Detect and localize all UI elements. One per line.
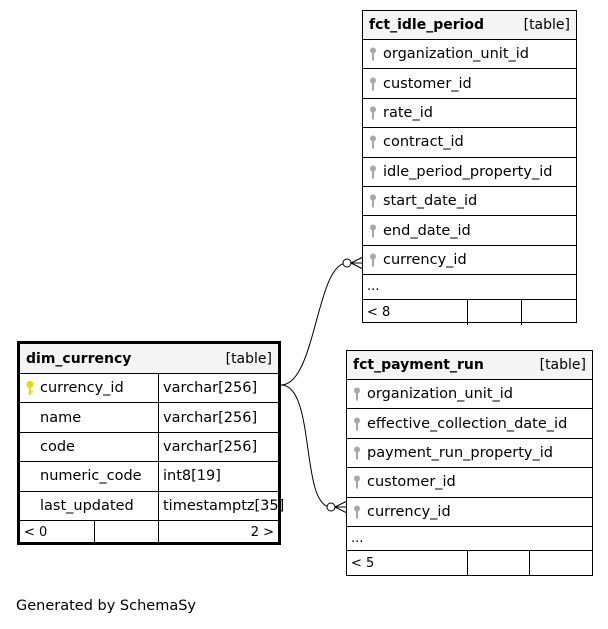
column-type: timestamptz[35] xyxy=(158,491,284,520)
primary-key-icon xyxy=(20,380,40,396)
more-columns: ... xyxy=(347,527,592,551)
table-fct-idle-period[interactable]: fct_idle_period [table] organization_uni… xyxy=(362,10,577,326)
relation-line-idle-period xyxy=(280,262,348,386)
column-row[interactable]: currency_id xyxy=(363,246,576,276)
column-type: varchar[256] xyxy=(158,403,278,432)
table-kind: [table] xyxy=(523,17,570,33)
column-row[interactable]: effective_collection_date_id xyxy=(347,409,592,439)
column-row[interactable]: name varchar[256] xyxy=(20,403,278,433)
column-row[interactable]: numeric_code int8[19] xyxy=(20,462,278,492)
foreign-key-icon xyxy=(363,164,383,180)
table-kind: [table] xyxy=(539,357,586,373)
column-row[interactable]: contract_id xyxy=(363,128,576,158)
column-row[interactable]: rate_id xyxy=(363,99,576,129)
column-name: organization_unit_id xyxy=(383,46,529,63)
relation-line-payment-run xyxy=(280,384,332,508)
relation-zero-marker xyxy=(326,502,336,512)
column-row[interactable]: code varchar[256] xyxy=(20,432,278,463)
column-name: currency_id xyxy=(40,380,124,397)
footer-cell xyxy=(94,520,158,545)
table-dim-currency[interactable]: dim_currency [table] currency_id varchar[… xyxy=(17,341,284,545)
column-name: idle_period_property_id xyxy=(383,163,553,180)
footer-cell xyxy=(521,300,576,326)
column-row[interactable]: organization_unit_id xyxy=(347,380,592,410)
footer-children: 2 > xyxy=(158,520,278,545)
table-kind: [table] xyxy=(225,350,272,367)
table-name: fct_idle_period xyxy=(369,17,485,33)
foreign-key-icon xyxy=(363,76,383,92)
table-footer: < 5 xyxy=(347,550,592,576)
footer-parents: < 0 xyxy=(24,525,48,541)
column-name: currency_id xyxy=(367,503,451,520)
foreign-key-icon xyxy=(363,252,383,268)
table-footer: < 0 2 > xyxy=(20,520,278,545)
column-name: customer_id xyxy=(367,474,456,491)
column-name: organization_unit_id xyxy=(367,386,513,403)
column-name: last_updated xyxy=(40,497,134,514)
column-row[interactable]: last_updated timestamptz[35] xyxy=(20,491,284,521)
footer-cell xyxy=(467,550,529,576)
column-row[interactable]: idle_period_property_id xyxy=(363,158,576,187)
column-row[interactable]: customer_id xyxy=(363,69,576,99)
table-header: dim_currency [table] xyxy=(20,344,278,374)
column-name: numeric_code xyxy=(40,468,142,485)
table-footer: < 8 xyxy=(363,300,576,326)
column-name: effective_collection_date_id xyxy=(367,415,568,432)
foreign-key-icon xyxy=(347,504,367,520)
foreign-key-icon xyxy=(363,223,383,239)
foreign-key-icon xyxy=(363,193,383,209)
relation-zero-marker xyxy=(342,258,352,268)
more-columns: ... xyxy=(363,275,576,301)
column-name: rate_id xyxy=(383,104,433,121)
foreign-key-icon xyxy=(347,474,367,490)
table-name: dim_currency xyxy=(26,350,132,367)
footer-cell xyxy=(529,550,592,576)
column-row[interactable]: currency_id varchar[256] xyxy=(20,374,278,404)
table-header: fct_payment_run [table] xyxy=(347,351,592,380)
column-type: varchar[256] xyxy=(158,432,278,462)
column-name: currency_id xyxy=(383,251,467,268)
footer-parents: < 8 xyxy=(367,305,391,321)
footer-cell xyxy=(467,300,521,326)
column-name: payment_run_property_id xyxy=(367,444,553,461)
column-type: int8[19] xyxy=(158,462,278,491)
column-row[interactable]: payment_run_property_id xyxy=(347,439,592,469)
foreign-key-icon xyxy=(363,134,383,150)
relation-crowfoot xyxy=(350,256,364,270)
foreign-key-icon xyxy=(363,46,383,62)
column-row[interactable]: customer_id xyxy=(347,468,592,498)
table-header: fct_idle_period [table] xyxy=(363,11,576,40)
relation-crowfoot xyxy=(334,500,348,514)
column-row[interactable]: end_date_id xyxy=(363,216,576,246)
foreign-key-icon xyxy=(347,445,367,461)
column-name: name xyxy=(40,409,82,426)
column-name: start_date_id xyxy=(383,193,478,210)
column-name: end_date_id xyxy=(383,222,471,239)
column-type: varchar[256] xyxy=(158,374,278,403)
table-fct-payment-run[interactable]: fct_payment_run [table] organization_uni… xyxy=(346,350,593,576)
column-row[interactable]: organization_unit_id xyxy=(363,40,576,70)
column-row[interactable]: start_date_id xyxy=(363,187,576,217)
generated-by-text: Generated by SchemaSy xyxy=(16,598,197,614)
foreign-key-icon xyxy=(347,416,367,432)
column-name: customer_id xyxy=(383,75,472,92)
column-name: code xyxy=(40,438,75,455)
table-name: fct_payment_run xyxy=(353,357,484,373)
foreign-key-icon xyxy=(363,105,383,121)
column-row[interactable]: currency_id xyxy=(347,498,592,527)
column-name: contract_id xyxy=(383,134,464,151)
foreign-key-icon xyxy=(347,386,367,402)
footer-parents: < 5 xyxy=(351,555,375,571)
